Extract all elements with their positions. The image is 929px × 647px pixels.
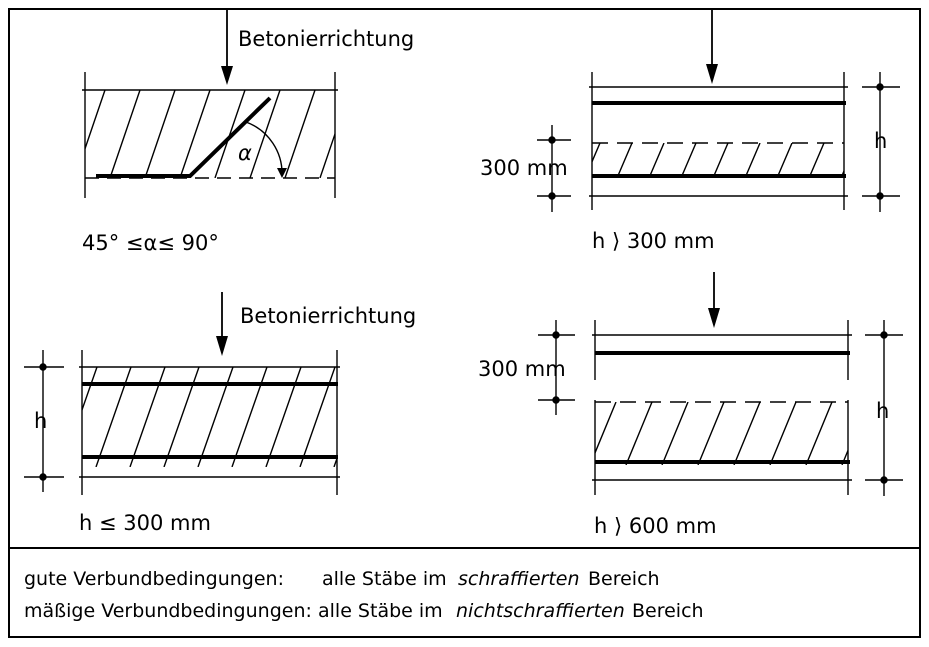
dimension-300 <box>537 125 571 212</box>
height-condition: h ≤ 300 mm <box>79 511 211 535</box>
legend-row-moderate: mäßige Verbundbedingungen: alle Stäbe im… <box>24 600 704 622</box>
dimension-h <box>862 72 900 212</box>
dimension-300 <box>538 320 575 415</box>
legend-area-good: Bereich <box>588 568 660 590</box>
dimension-h-label: h <box>34 409 47 433</box>
arrowhead <box>216 336 228 356</box>
angle-condition: 45° ≤α≤ 90° <box>82 231 219 255</box>
dimension-h-label: h <box>876 399 889 423</box>
arc-arrowhead <box>277 168 287 178</box>
alpha-symbol: α <box>238 141 252 165</box>
panel-h-less-equal-300: Betonierrichtung h h ≤ 300 mm <box>24 292 416 535</box>
casting-direction-label: Betonierrichtung <box>238 27 414 51</box>
inclined-rebar <box>96 96 272 178</box>
legend-area-moderate: Bereich <box>632 600 704 622</box>
legend-text-good: alle Stäbe im <box>322 568 447 590</box>
legend-row-good: gute Verbundbedingungen: alle Stäbe im s… <box>24 568 660 590</box>
legend-emphasis-good: schraffierten <box>458 568 580 590</box>
arrowhead <box>221 66 233 85</box>
dimension-300-label: 300 mm <box>478 357 566 381</box>
casting-direction-label: Betonierrichtung <box>240 304 416 328</box>
hatched-zone <box>595 402 848 465</box>
dimension-300-label: 300 mm <box>480 156 568 180</box>
panel-h-greater-600: 300 mm h h ⟩ 600 mm <box>478 272 903 538</box>
dimension-h <box>865 320 903 496</box>
hatched-zone <box>592 143 844 178</box>
hatched-zone <box>85 90 335 178</box>
dimension-h-label: h <box>874 129 887 153</box>
legend: gute Verbundbedingungen: alle Stäbe im s… <box>24 568 704 622</box>
legend-text-moderate: alle Stäbe im <box>318 600 443 622</box>
legend-emphasis-moderate: nichtschraffierten <box>456 600 625 622</box>
panel-inclined-bar: Betonierrichtung α 45° ≤α≤ 90° <box>82 10 414 255</box>
legend-condition-good: gute Verbundbedingungen: <box>24 568 284 590</box>
height-condition: h ⟩ 600 mm <box>594 514 717 538</box>
arrowhead <box>706 64 718 84</box>
panel-h-greater-300: 300 mm h h ⟩ 300 mm <box>480 10 900 253</box>
outer-border <box>8 8 921 638</box>
arrowhead <box>708 308 720 328</box>
dimension-h <box>24 350 64 492</box>
height-condition: h ⟩ 300 mm <box>592 229 715 253</box>
legend-condition-moderate: mäßige Verbundbedingungen: <box>24 600 312 622</box>
